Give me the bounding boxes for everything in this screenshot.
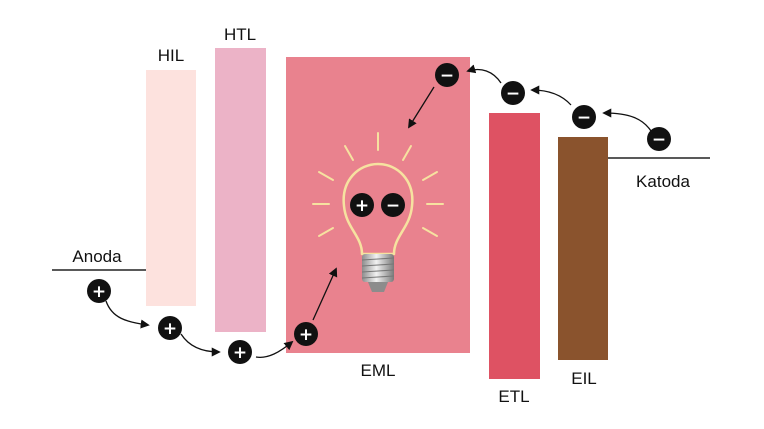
- hole-path-2: [180, 333, 221, 357]
- plus-charge-icon: +: [87, 279, 111, 303]
- etl-label: ETL: [498, 387, 529, 406]
- plus-charge-icon: +: [158, 316, 182, 340]
- plus-charge-icon: +: [294, 322, 318, 346]
- anode-label: Anoda: [72, 247, 122, 266]
- svg-text:−: −: [506, 84, 520, 104]
- hole-path-1: [105, 300, 150, 329]
- minus-charge-icon: −: [435, 63, 459, 87]
- svg-text:+: +: [92, 282, 106, 302]
- minus-charge-icon: −: [572, 105, 596, 129]
- svg-text:+: +: [355, 196, 369, 216]
- svg-text:−: −: [652, 130, 666, 150]
- etl-layer: [489, 113, 540, 379]
- eml-label: EML: [361, 361, 396, 380]
- hole-path-4: [312, 267, 338, 321]
- electron-path-3: [466, 64, 502, 84]
- light-bulb-icon: [312, 132, 444, 292]
- svg-text:+: +: [233, 343, 247, 363]
- cathode-label: Katoda: [636, 172, 690, 191]
- hil-layer: [146, 70, 196, 306]
- minus-charge-icon: −: [647, 127, 671, 151]
- plus-charge-icon: +: [350, 193, 374, 217]
- svg-text:−: −: [440, 66, 454, 86]
- svg-text:−: −: [577, 108, 591, 128]
- hole-path-3: [255, 340, 294, 358]
- htl-label: HTL: [224, 25, 256, 44]
- electron-path-1: [602, 108, 652, 132]
- eil-label: EIL: [571, 369, 597, 388]
- electron-path-4: [408, 86, 435, 129]
- plus-charge-icon: +: [228, 340, 252, 364]
- electron-path-2: [530, 85, 572, 106]
- minus-charge-icon: −: [501, 81, 525, 105]
- svg-text:+: +: [299, 325, 313, 345]
- svg-text:+: +: [163, 319, 177, 339]
- hil-label: HIL: [158, 46, 184, 65]
- minus-charge-icon: −: [381, 193, 405, 217]
- eil-layer: [558, 137, 608, 360]
- htl-layer: [215, 48, 266, 332]
- svg-text:−: −: [386, 196, 400, 216]
